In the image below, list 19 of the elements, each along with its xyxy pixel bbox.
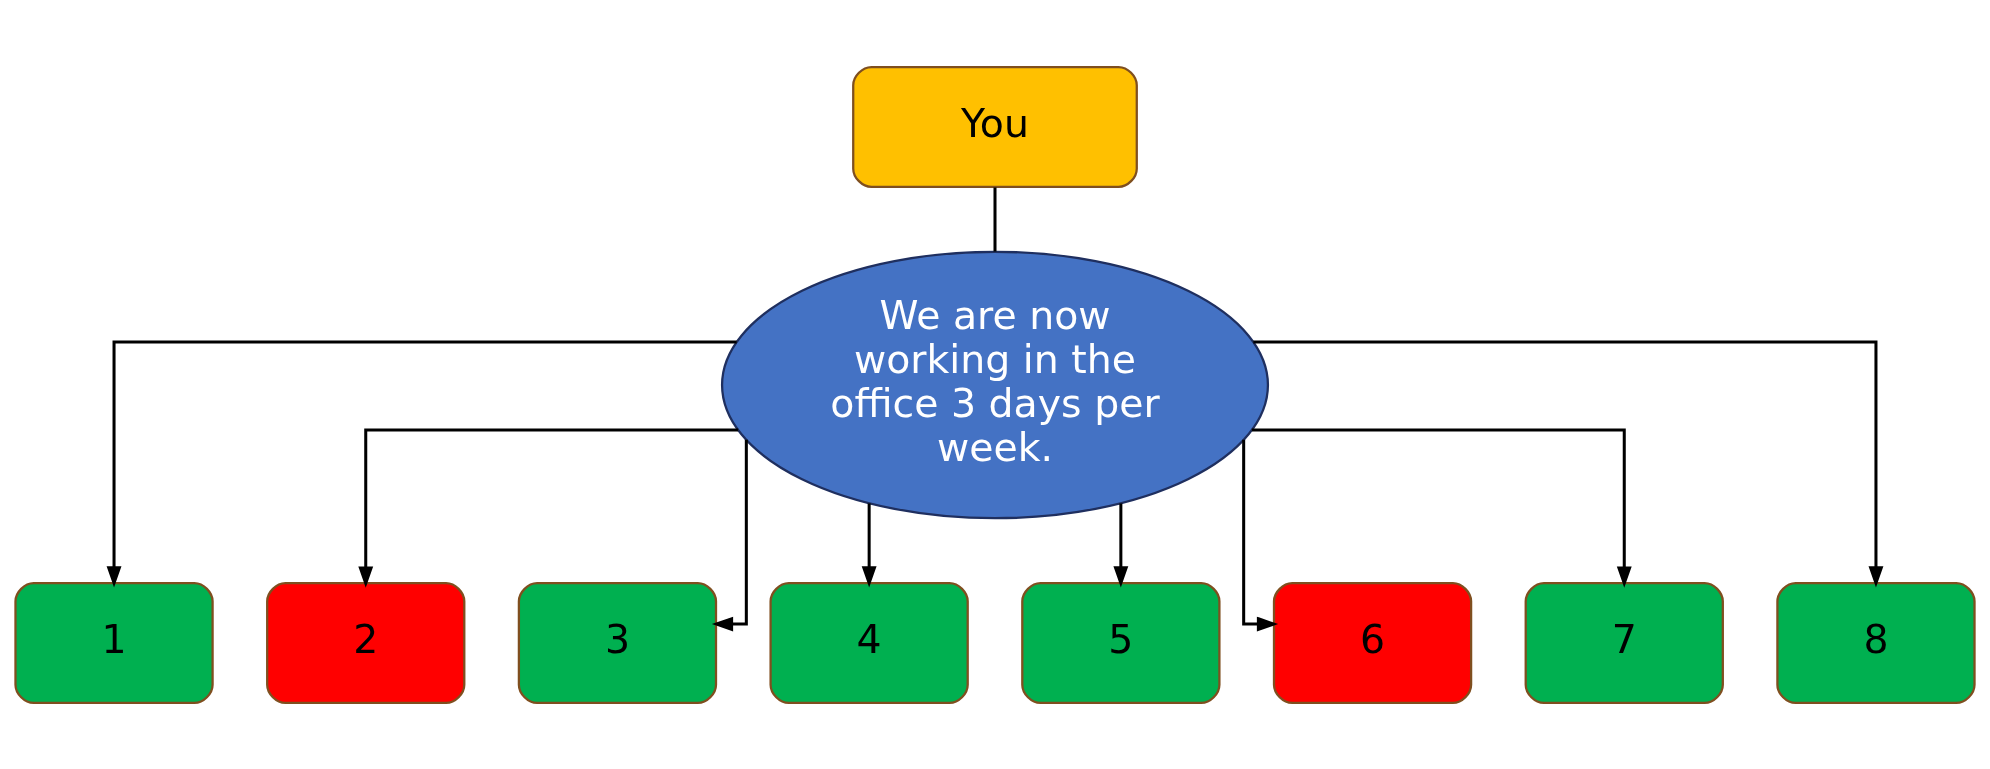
node-box: 6 xyxy=(1272,581,1473,704)
arrow xyxy=(711,439,748,632)
node-box: 4 xyxy=(769,581,969,704)
arrow xyxy=(1113,502,1129,588)
arrow xyxy=(1251,428,1632,588)
arrow xyxy=(1253,340,1884,587)
node-ellipse: We are now working in the office 3 days per week. xyxy=(720,250,1270,519)
arrow xyxy=(106,340,737,587)
arrow xyxy=(358,428,739,588)
node-box: 7 xyxy=(1524,581,1724,704)
node-box: You xyxy=(852,65,1138,188)
node-box: 5 xyxy=(1021,581,1221,704)
node-box: 3 xyxy=(517,581,718,704)
arrow xyxy=(861,502,877,588)
node-box: 2 xyxy=(266,581,466,704)
node-box: 1 xyxy=(14,581,214,704)
node-box: 8 xyxy=(1776,581,1976,704)
connector xyxy=(993,186,997,252)
arrow xyxy=(1242,439,1279,632)
